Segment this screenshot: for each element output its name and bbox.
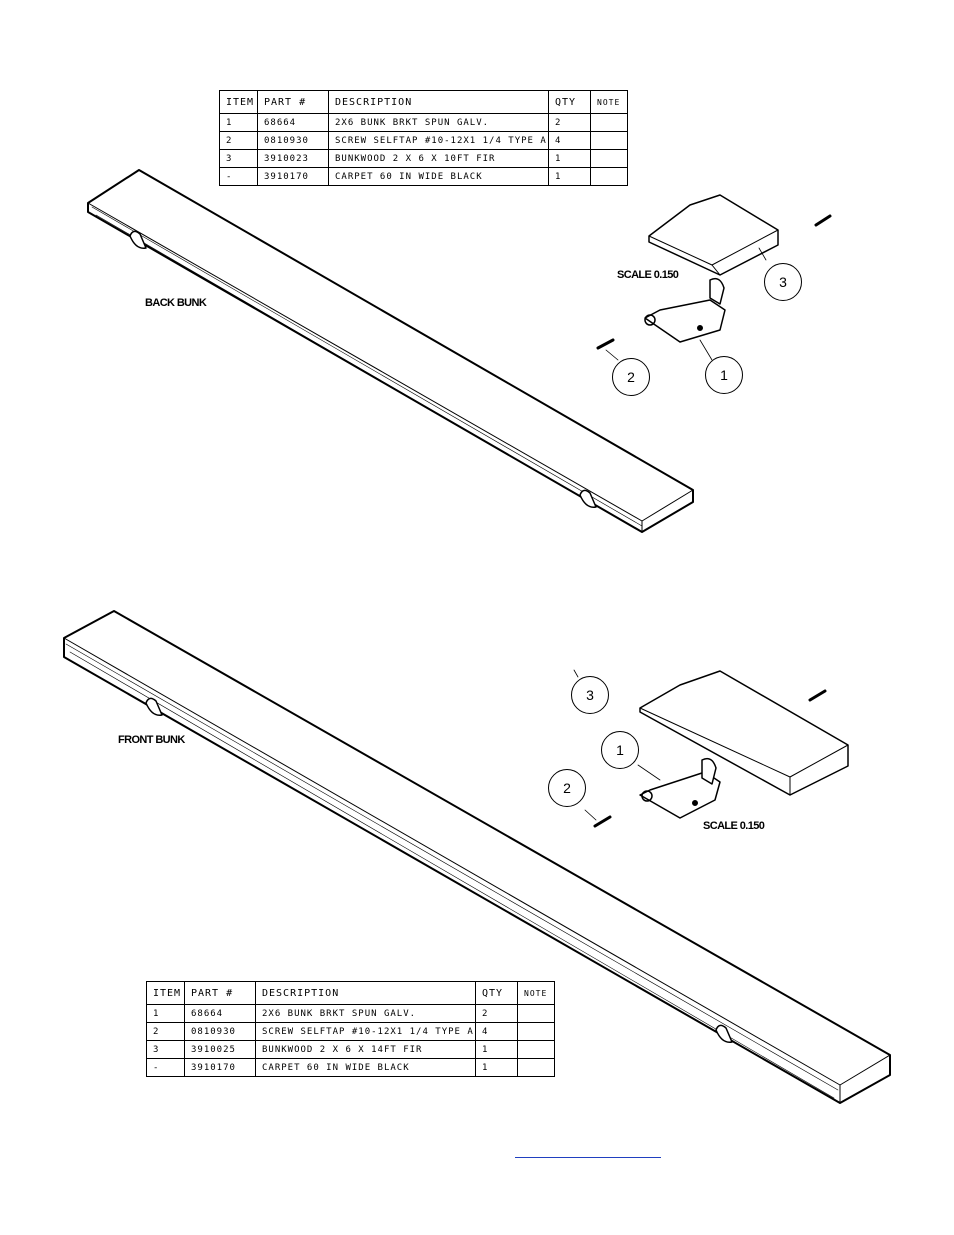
cell: BUNKWOOD 2 X 6 X 14FT FIR (255, 1040, 476, 1059)
col-qty: QTY (548, 90, 591, 114)
col-item: ITEM (146, 981, 185, 1005)
col-note: NOTE (517, 981, 555, 1005)
cell (590, 149, 628, 168)
cell: BUNKWOOD 2 X 6 X 10FT FIR (328, 149, 549, 168)
cell: 4 (475, 1022, 518, 1041)
table-row: 3 3910023 BUNKWOOD 2 X 6 X 10FT FIR 1 (219, 149, 628, 168)
cell (517, 1040, 555, 1059)
table-row: 1 68664 2X6 BUNK BRKT SPUN GALV. 2 (219, 113, 628, 132)
cell: 4 (548, 131, 591, 150)
cell: 1 (548, 167, 591, 186)
cell: 1 (146, 1004, 185, 1023)
balloon-item-2: 2 (548, 769, 586, 807)
cell (517, 1058, 555, 1077)
col-description: DESCRIPTION (328, 90, 549, 114)
cell (517, 1022, 555, 1041)
cell: - (219, 167, 258, 186)
cell: 1 (475, 1040, 518, 1059)
cell: 3910170 (184, 1058, 256, 1077)
cell: 2 (219, 131, 258, 150)
col-note: NOTE (590, 90, 628, 114)
balloon-item-2: 2 (612, 358, 650, 396)
col-item: ITEM (219, 90, 258, 114)
cell: 1 (548, 149, 591, 168)
col-qty: QTY (475, 981, 518, 1005)
balloon-item-1: 1 (705, 356, 743, 394)
footer-link-underline[interactable] (515, 1157, 661, 1158)
table-row: 2 0810930 SCREW SELFTAP #10-12X1 1/4 TYP… (219, 131, 628, 150)
bom-header-row: ITEM PART # DESCRIPTION QTY NOTE (219, 90, 628, 114)
balloon-item-3: 3 (571, 676, 609, 714)
table-row: 2 0810930 SCREW SELFTAP #10-12X1 1/4 TYP… (146, 1022, 555, 1041)
cell: 1 (219, 113, 258, 132)
cell: CARPET 60 IN WIDE BLACK (328, 167, 549, 186)
cell (517, 1004, 555, 1023)
cell: 2 (475, 1004, 518, 1023)
cell: SCREW SELFTAP #10-12X1 1/4 TYPE A (328, 131, 549, 150)
back-bunk-label: BACK BUNK (145, 297, 207, 309)
front-bunk-bracket-detail (573, 669, 849, 828)
scale-label-top: SCALE 0.150 (617, 269, 679, 281)
cell: 3 (146, 1040, 185, 1059)
col-description: DESCRIPTION (255, 981, 476, 1005)
cell: 2X6 BUNK BRKT SPUN GALV. (255, 1004, 476, 1023)
cell: 3910170 (257, 167, 329, 186)
table-row: 3 3910025 BUNKWOOD 2 X 6 X 14FT FIR 1 (146, 1040, 555, 1059)
balloon-item-3: 3 (764, 263, 802, 301)
cell: 3910023 (257, 149, 329, 168)
cell: 68664 (257, 113, 329, 132)
cell (590, 167, 628, 186)
cell: 1 (475, 1058, 518, 1077)
cell: 2 (548, 113, 591, 132)
cell: 3 (219, 149, 258, 168)
col-part: PART # (257, 90, 329, 114)
back-bunk-board (87, 169, 694, 533)
front-bunk-board (63, 610, 891, 1104)
scale-label-bottom: SCALE 0.150 (703, 820, 765, 832)
table-row: 1 68664 2X6 BUNK BRKT SPUN GALV. 2 (146, 1004, 555, 1023)
front-bunk-label: FRONT BUNK (118, 734, 185, 746)
table-row: - 3910170 CARPET 60 IN WIDE BLACK 1 (146, 1058, 555, 1077)
cell: 2X6 BUNK BRKT SPUN GALV. (328, 113, 549, 132)
balloon-item-1: 1 (601, 731, 639, 769)
cell: 3910025 (184, 1040, 256, 1059)
cell: SCREW SELFTAP #10-12X1 1/4 TYPE A (255, 1022, 476, 1041)
cell: 68664 (184, 1004, 256, 1023)
cell: 2 (146, 1022, 185, 1041)
table-row: - 3910170 CARPET 60 IN WIDE BLACK 1 (219, 167, 628, 186)
bom-table-top: ITEM PART # DESCRIPTION QTY NOTE 1 68664… (219, 90, 628, 186)
cell: - (146, 1058, 185, 1077)
bom-table-bottom: ITEM PART # DESCRIPTION QTY NOTE 1 68664… (146, 981, 555, 1077)
cell (590, 113, 628, 132)
back-bunk-bracket-detail (596, 194, 832, 361)
cell (590, 131, 628, 150)
bom-header-row: ITEM PART # DESCRIPTION QTY NOTE (146, 981, 555, 1005)
col-part: PART # (184, 981, 256, 1005)
cell: 0810930 (257, 131, 329, 150)
cell: 0810930 (184, 1022, 256, 1041)
cell: CARPET 60 IN WIDE BLACK (255, 1058, 476, 1077)
